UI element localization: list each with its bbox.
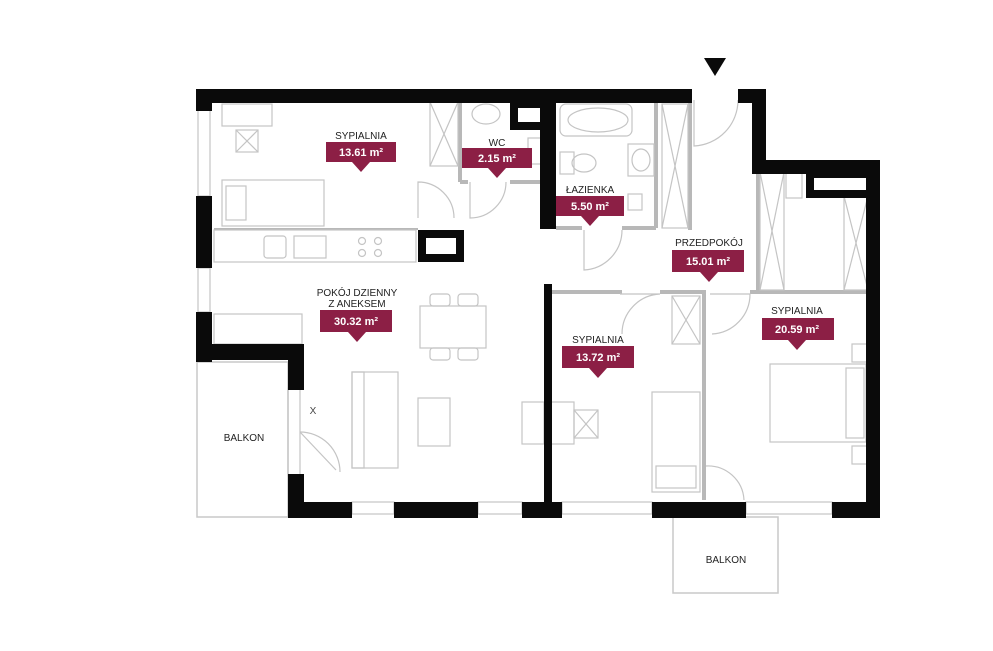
dining-table <box>419 305 487 349</box>
area-badge <box>562 346 634 368</box>
area-badge <box>326 142 396 162</box>
area-badge <box>462 148 532 168</box>
room-living-label-1: POKÓJ DZIENNY <box>317 286 398 299</box>
balcony-left-label: BALKON <box>224 433 265 444</box>
exterior-walls <box>196 89 880 518</box>
window-mark: X <box>310 406 317 417</box>
room-bedroom-3-area: 20.59 m² <box>775 324 819 336</box>
area-badge <box>556 196 624 216</box>
room-bedroom-2-label: SYPIALNIA <box>572 335 624 346</box>
door-swings <box>299 99 751 501</box>
room-bedroom-1: SYPIALNIA 13.61 m² <box>326 131 396 172</box>
kitchen-counter <box>213 229 417 263</box>
room-bedroom-1-area: 13.61 m² <box>339 147 383 159</box>
balcony-bottom: BALKON <box>672 516 779 594</box>
room-living: POKÓJ DZIENNY Z ANEKSEM 30.32 m² <box>317 286 398 342</box>
toilet-wc <box>471 103 501 125</box>
bathtub <box>559 103 633 137</box>
room-hallway-area: 15.01 m² <box>686 256 730 268</box>
windows <box>197 109 833 515</box>
bed-bedroom-2 <box>651 391 701 493</box>
area-badge <box>762 318 834 340</box>
room-wc-area: 2.15 m² <box>478 153 516 165</box>
room-bathroom-label: ŁAZIENKA <box>566 185 615 196</box>
balcony-left: BALKON <box>196 361 289 518</box>
room-bedroom-1-label: SYPIALNIA <box>335 131 387 142</box>
room-hallway-label: PRZEDPOKÓJ <box>675 236 743 249</box>
room-living-area: 30.32 m² <box>334 316 378 328</box>
sink-bathroom <box>627 143 655 177</box>
area-badge <box>320 310 392 332</box>
room-living-label-2: Z ANEKSEM <box>328 299 385 310</box>
desk-bedroom-1 <box>221 103 273 127</box>
desk-bedroom-2 <box>521 401 545 445</box>
room-wc: WC 2.15 m² <box>462 138 532 178</box>
room-bedroom-3: SYPIALNIA 20.59 m² <box>762 306 834 350</box>
triangle-down-icon <box>704 58 726 76</box>
bed-bedroom-1 <box>221 179 325 227</box>
room-bathroom: ŁAZIENKA 5.50 m² <box>556 185 624 226</box>
room-bedroom-2: SYPIALNIA 13.72 m² <box>562 335 634 378</box>
balcony-bottom-label: BALKON <box>706 555 747 566</box>
room-bathroom-area: 5.50 m² <box>571 201 609 213</box>
room-bedroom-3-label: SYPIALNIA <box>771 306 823 317</box>
sofa <box>351 371 399 469</box>
toilet-bathroom <box>559 151 575 175</box>
room-bedroom-2-area: 13.72 m² <box>576 352 620 364</box>
furniture <box>213 101 869 493</box>
room-hallway: PRZEDPOKÓJ 15.01 m² <box>672 236 744 282</box>
room-wc-label: WC <box>489 138 506 149</box>
wardrobe-hallway <box>661 103 689 229</box>
wardrobe-bedroom-2 <box>671 295 701 345</box>
area-badge <box>672 250 744 272</box>
bed-bedroom-3 <box>769 363 867 443</box>
coffee-table <box>417 397 451 447</box>
